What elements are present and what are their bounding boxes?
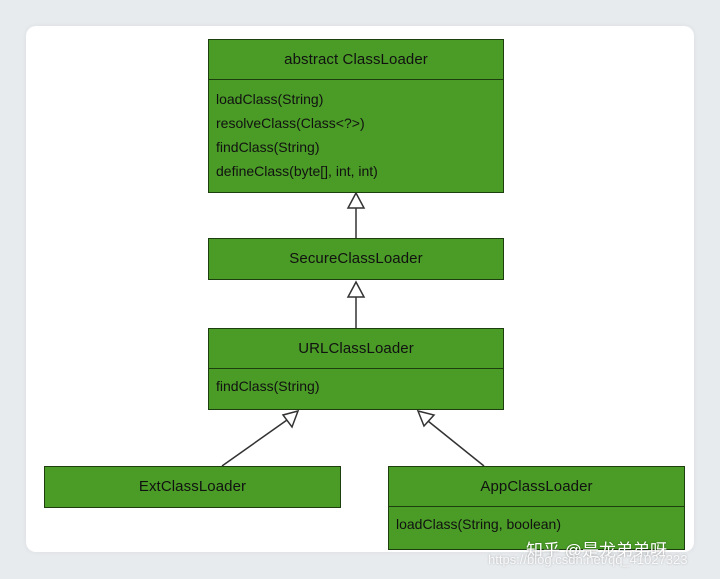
inheritance-arrowhead-url-right — [416, 409, 436, 428]
method-item: loadClass(String) — [216, 91, 324, 107]
method-item: loadClass(String, boolean) — [396, 516, 561, 532]
class-box-ext: ExtClassLoader — [44, 466, 341, 508]
inheritance-arrowhead-classloader — [346, 191, 366, 209]
method-list-classloader: loadClass(String) resolveClass(Class<?>)… — [209, 80, 503, 183]
method-item: resolveClass(Class<?>) — [216, 115, 365, 131]
class-box-secure: SecureClassLoader — [208, 238, 504, 280]
method-item: defineClass(byte[], int, int) — [216, 163, 378, 179]
class-box-classloader: abstract ClassLoader loadClass(String) r… — [208, 39, 504, 193]
class-name-app: AppClassLoader — [389, 467, 684, 507]
class-box-url: URLClassLoader findClass(String) — [208, 328, 504, 410]
method-item: findClass(String) — [216, 139, 320, 155]
class-name-url: URLClassLoader — [209, 329, 503, 369]
edge-app-to-url — [427, 420, 485, 467]
zhihu-watermark: 知乎 @是龙弟弟呀 — [526, 541, 667, 560]
inheritance-arrowhead-secure — [346, 280, 366, 298]
method-list-app: loadClass(String, boolean) — [389, 507, 684, 536]
class-box-app: AppClassLoader loadClass(String, boolean… — [388, 466, 685, 550]
inheritance-arrowhead-url-left — [281, 409, 300, 429]
method-list-url: findClass(String) — [209, 369, 503, 398]
method-item: findClass(String) — [216, 378, 320, 394]
class-name-ext: ExtClassLoader — [138, 478, 247, 495]
class-name-secure: SecureClassLoader — [289, 250, 423, 267]
edge-ext-to-url — [221, 419, 288, 467]
class-name-classloader: abstract ClassLoader — [209, 40, 503, 80]
csdn-url-watermark: https://blog.csdn.net/qq_41027323 — [488, 552, 688, 567]
